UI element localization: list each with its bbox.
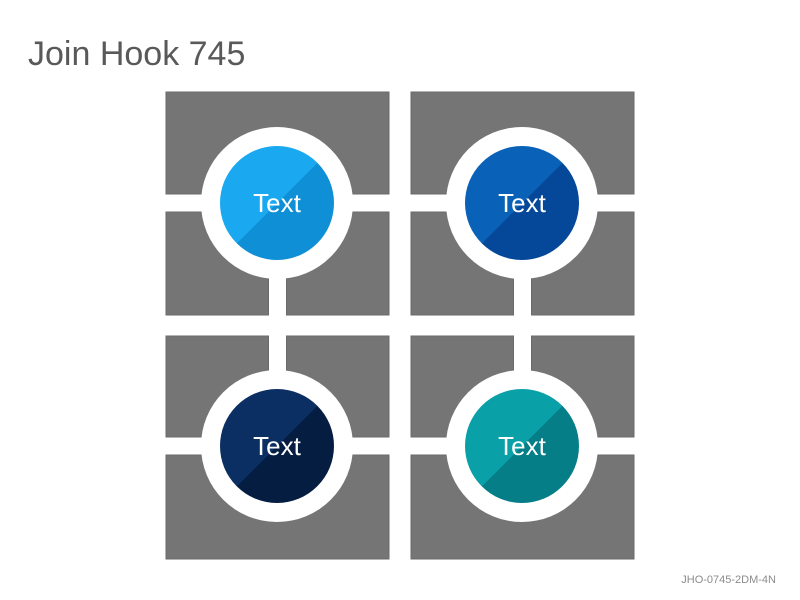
quadrant-4: Text: [410, 335, 635, 560]
node-label: Text: [498, 188, 546, 218]
footer-code: JHO-0745-2DM-4N: [681, 574, 776, 586]
node-circle: [220, 389, 334, 503]
page-title: Join Hook 745: [28, 35, 246, 73]
node-circle: [220, 146, 334, 260]
quadrant-2: Text: [410, 91, 635, 316]
node-label: Text: [498, 431, 546, 461]
node-label: Text: [253, 188, 301, 218]
node-label: Text: [253, 431, 301, 461]
quadrant-1: Text: [165, 91, 390, 316]
node-circle: [465, 146, 579, 260]
node-circle: [465, 389, 579, 503]
quadrant-3: Text: [165, 335, 390, 560]
